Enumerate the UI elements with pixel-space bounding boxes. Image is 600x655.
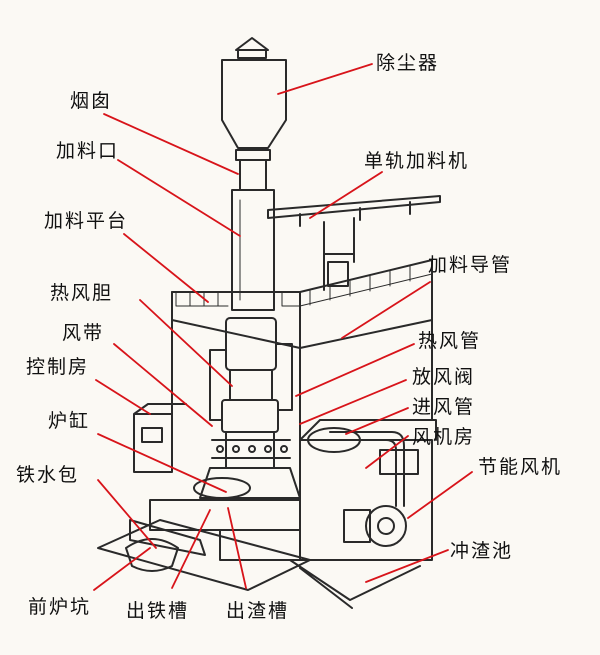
leader-feeding-platform — [123, 233, 209, 303]
label-front-pit: 前炉坑 — [28, 596, 92, 618]
dust-collector-cap — [235, 37, 269, 51]
leader-front-pit — [93, 547, 151, 591]
leader-energy-saving-fan — [407, 471, 473, 519]
monorail-track — [267, 195, 441, 219]
label-hot-metal-ladle: 铁水包 — [16, 464, 80, 486]
leader-feed-guide-pipe — [341, 281, 431, 339]
control-room — [133, 403, 187, 473]
hot-metal-ladle — [125, 538, 179, 572]
platform-railing — [175, 265, 433, 307]
leader-air-belt — [113, 343, 213, 427]
chimney-collar — [235, 149, 271, 161]
label-slag-trough: 出渣槽 — [226, 600, 290, 622]
energy-saving-fan — [365, 505, 407, 547]
leader-control-room — [95, 379, 151, 415]
leader-cupola-shell — [97, 433, 227, 493]
label-feeding-platform: 加料平台 — [44, 210, 129, 232]
ladle-platform — [193, 477, 251, 499]
air-inlet-pipe — [329, 431, 405, 507]
label-control-room: 控制房 — [26, 356, 90, 378]
leader-hot-air-pipe — [295, 343, 415, 397]
iron-trough-shape — [129, 519, 206, 556]
monorail-hoist — [323, 217, 355, 291]
dust-collector-body — [221, 59, 287, 149]
slag-cone — [199, 467, 301, 499]
leader-air-release-valve — [299, 379, 407, 425]
leader-hot-metal-ladle — [97, 479, 157, 549]
label-chimney: 烟囱 — [70, 90, 113, 112]
label-air-belt: 风带 — [62, 322, 105, 344]
leader-chimney — [103, 113, 239, 175]
leader-slag-flushing-pool — [365, 549, 449, 583]
leader-lines — [93, 63, 473, 591]
label-air-release-valve: 放风阀 — [412, 366, 476, 388]
feeding-platform-top — [171, 259, 433, 349]
hot-air-liner — [225, 317, 277, 371]
label-energy-saving-fan: 节能风机 — [478, 456, 563, 478]
label-feed-inlet: 加料口 — [56, 140, 120, 162]
label-blower-room: 风机房 — [412, 426, 476, 448]
leader-iron-trough — [171, 509, 211, 589]
leader-air-inlet-pipe — [345, 407, 409, 435]
label-slag-flushing-pool: 冲渣池 — [450, 540, 514, 562]
label-cupola-shell: 炉缸 — [48, 410, 91, 432]
hot-air-pipe — [275, 343, 293, 411]
furnace-base — [149, 499, 301, 531]
label-air-inlet-pipe: 进风管 — [412, 396, 476, 418]
label-iron-trough: 出铁槽 — [126, 600, 190, 622]
leader-hot-air-liner — [139, 299, 233, 387]
leader-dust-collector — [277, 63, 373, 95]
label-feed-guide-pipe: 加料导管 — [428, 254, 513, 276]
building-walls — [171, 319, 433, 561]
label-monorail-feeder: 单轨加料机 — [364, 150, 470, 172]
slag-flushing-channel — [289, 559, 421, 609]
leader-monorail-feeder — [309, 171, 383, 219]
dust-collector-neck — [237, 49, 267, 59]
label-hot-air-pipe: 热风管 — [418, 330, 482, 352]
leader-feed-inlet — [117, 159, 241, 237]
leader-slag-trough — [227, 507, 247, 589]
slag-trough-shape — [219, 529, 301, 561]
air-belt — [221, 399, 279, 433]
leader-blower-room — [365, 435, 409, 469]
chimney-lower — [231, 189, 275, 311]
chimney-upper — [239, 159, 267, 191]
label-hot-air-liner: 热风胆 — [50, 282, 114, 304]
air-release-valve — [307, 427, 361, 453]
label-dust-collector: 除尘器 — [376, 52, 440, 74]
tuyere-ring — [211, 439, 291, 459]
